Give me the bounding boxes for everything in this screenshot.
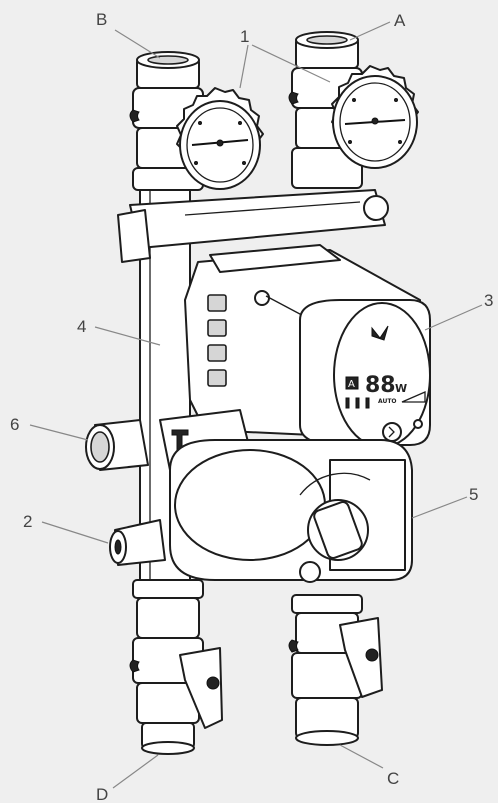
- top-manifold: [117, 189, 389, 263]
- thermometer-gauge-right: [331, 65, 419, 169]
- signal-bars-icon: [401, 391, 426, 403]
- led-indicator-icon: [413, 419, 423, 429]
- label-b: B: [96, 10, 107, 29]
- brand-logo-icon: [371, 325, 389, 341]
- mode-letter: A: [348, 379, 355, 390]
- label-6: 6: [10, 415, 19, 434]
- mode-text: AUTO: [378, 398, 397, 405]
- label-c: C: [387, 769, 399, 788]
- temperature-sensor: [109, 519, 166, 566]
- label-1: 1: [240, 27, 249, 46]
- label-4: 4: [77, 317, 86, 336]
- label-a: A: [394, 11, 406, 30]
- power-reading: 88: [365, 373, 396, 398]
- label-5: 5: [469, 485, 478, 504]
- power-unit: W: [395, 382, 407, 395]
- drain-plug: [85, 419, 149, 471]
- connection-d-fitting: [129, 579, 223, 755]
- mixing-valve: [169, 439, 413, 583]
- control-button-icon: [382, 422, 402, 442]
- thermometer-gauge-left: [176, 87, 264, 190]
- connection-c-fitting: [288, 594, 383, 746]
- label-d: D: [96, 785, 108, 803]
- label-2: 2: [23, 512, 32, 531]
- callout-leaders: [29, 21, 483, 789]
- label-3: 3: [484, 291, 493, 310]
- pump-display: A 88 W AUTO: [345, 325, 426, 442]
